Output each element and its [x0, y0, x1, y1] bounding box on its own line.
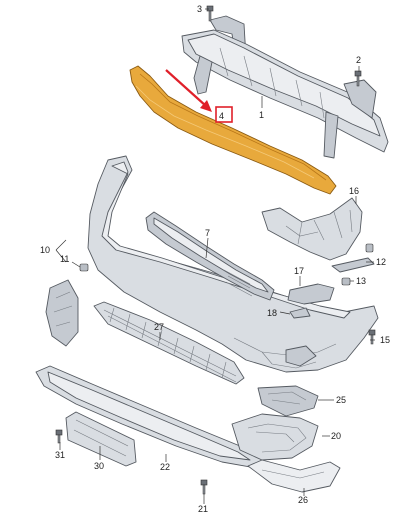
screw-3-icon[interactable]: [206, 5, 214, 22]
part-16-bracket[interactable]: [261, 197, 363, 261]
highlight-arrow-icon: [165, 69, 212, 112]
part-17-cover[interactable]: [287, 283, 335, 305]
clip-13-icon[interactable]: [341, 277, 351, 286]
callout-21: 21: [198, 504, 208, 514]
callout-13: 13: [356, 276, 366, 286]
callout-4: 4: [219, 111, 224, 121]
clip-11-icon[interactable]: [79, 263, 89, 272]
part-22-lower-spoiler[interactable]: [35, 365, 263, 469]
part-1-bumper-carrier[interactable]: [181, 15, 389, 159]
screw-21-icon[interactable]: [200, 479, 208, 495]
part-4-energy-absorber[interactable]: [129, 65, 337, 195]
callout-26: 26: [298, 495, 308, 505]
part-18-cap[interactable]: [289, 307, 311, 319]
clip-12-icon[interactable]: [331, 257, 375, 273]
screw-15-icon[interactable]: [368, 329, 376, 345]
screw-2-icon[interactable]: [354, 70, 362, 87]
callout-10: 10: [40, 245, 50, 255]
clip-small-icon[interactable]: [365, 243, 374, 253]
callout-15: 15: [380, 335, 390, 345]
callout-31: 31: [55, 450, 65, 460]
callout-16: 16: [349, 186, 359, 196]
part-left-trim-bracket[interactable]: [45, 279, 79, 347]
part-26-trim-frame[interactable]: [247, 459, 341, 493]
part-20-fog-bracket[interactable]: [231, 413, 319, 461]
callout-18: 18: [267, 308, 277, 318]
callout-12: 12: [376, 257, 386, 267]
callout-11: 11: [60, 254, 69, 264]
callout-27: 27: [154, 322, 164, 332]
part-25-trim-grille[interactable]: [257, 385, 319, 417]
callout-17: 17: [294, 266, 304, 276]
leader-lines: [55, 8, 375, 504]
part-10-bumper-cover[interactable]: [87, 155, 379, 373]
callout-2: 2: [356, 55, 361, 65]
screw-31-icon[interactable]: [55, 429, 63, 444]
part-7-reinforcement[interactable]: [145, 211, 275, 301]
callout-4-highlight-box: [215, 106, 233, 123]
callout-3: 3: [197, 4, 202, 14]
callout-30: 30: [94, 461, 104, 471]
callout-20: 20: [331, 431, 341, 441]
part-30-plate-holder[interactable]: [65, 411, 137, 467]
part-27-grille[interactable]: [93, 301, 245, 385]
callout-22: 22: [160, 462, 170, 472]
callout-25: 25: [336, 395, 346, 405]
callout-1: 1: [259, 110, 264, 120]
callout-7: 7: [205, 228, 210, 238]
